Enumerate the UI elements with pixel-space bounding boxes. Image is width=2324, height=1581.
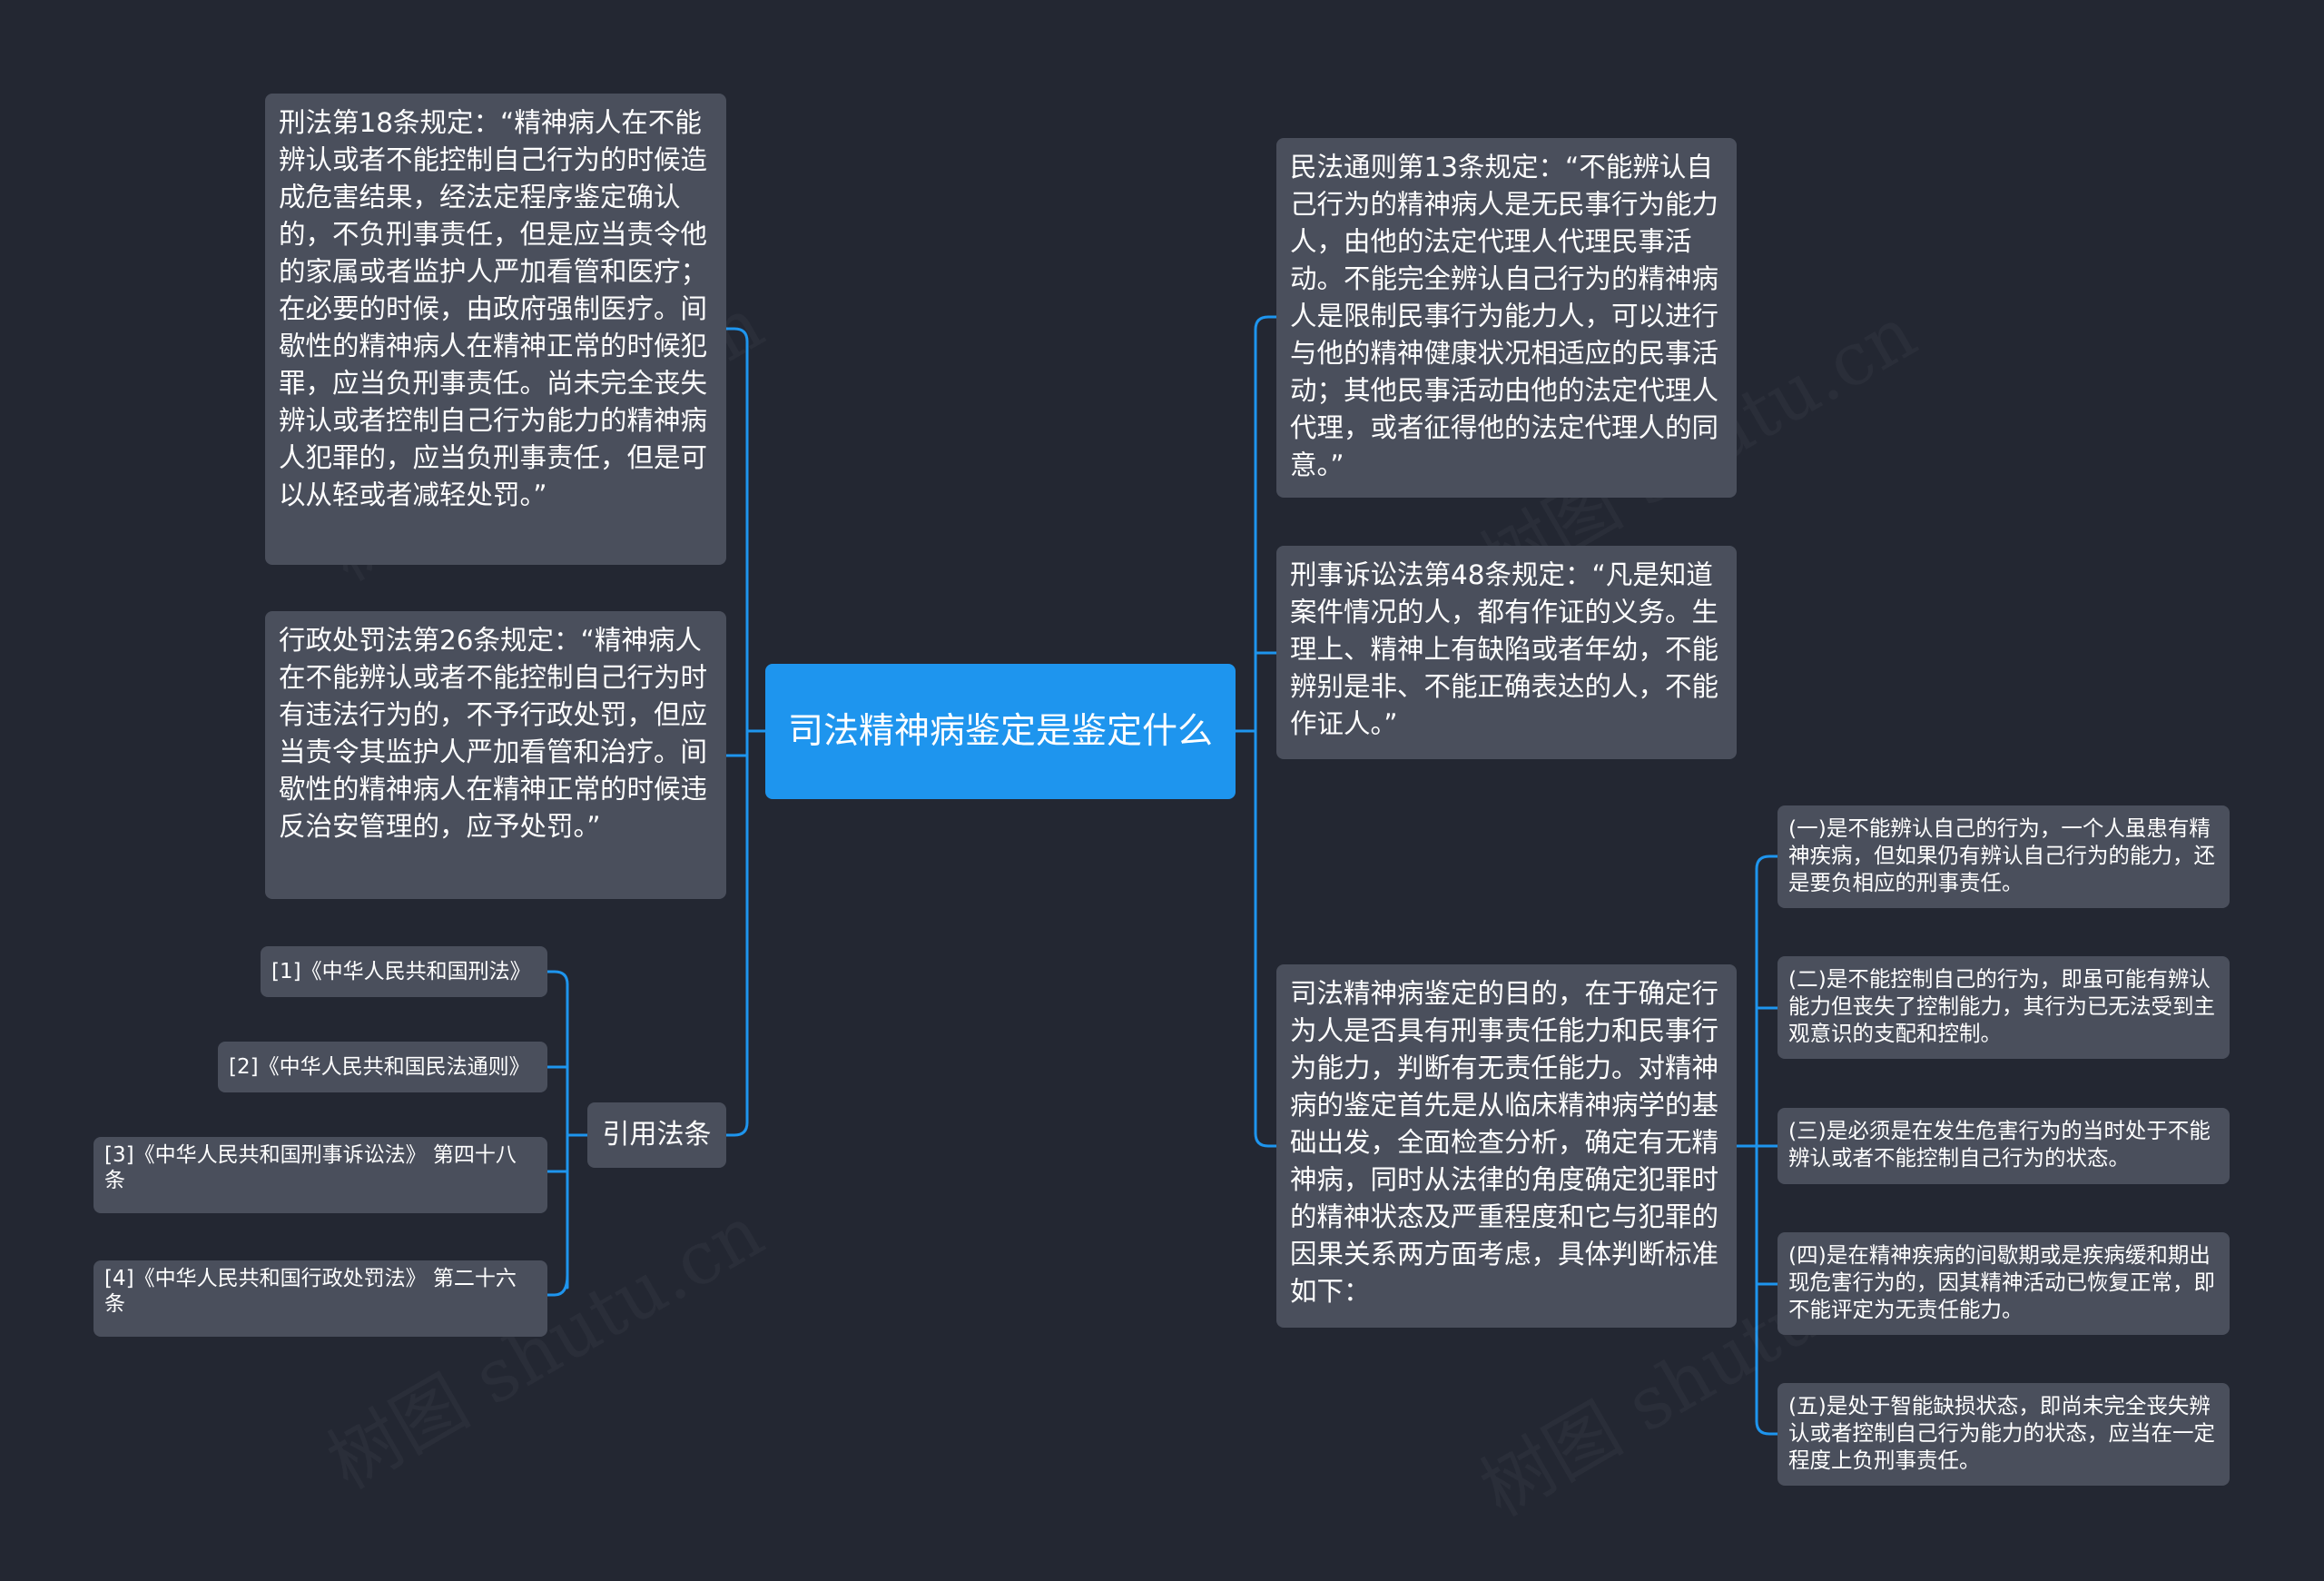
- connector-right-purpose: [1254, 1131, 1278, 1148]
- node-civil-law-art13[interactable]: 民法通则第13条规定：“不能辨认自己行为的精神病人是无民事行为能力人，由他的法定…: [1276, 138, 1737, 498]
- reference-item-text: [2]《中华人民共和国民法通则》: [229, 1055, 530, 1079]
- criteria-item[interactable]: (五)是处于智能缺损状态，即尚未完全丧失辨认或者控制自己行为能力的状态，应当在一…: [1777, 1383, 2230, 1486]
- root-topic-title: 司法精神病鉴定是鉴定什么: [787, 711, 1213, 752]
- node-criminal-procedure-art48[interactable]: 刑事诉讼法第48条规定：“凡是知道案件情况的人，都有作证的义务。生理上、精神上有…: [1276, 546, 1737, 759]
- node-criminal-law-art18[interactable]: 刑法第18条规定：“精神病人在不能辨认或者不能控制自己行为的时候造成危害结果，经…: [265, 94, 726, 565]
- node-text: 司法精神病鉴定的目的，在于确定行为人是否具有刑事责任能力和民事行为能力，判断有无…: [1290, 978, 1719, 1307]
- reference-item[interactable]: [4]《中华人民共和国行政处罚法》 第二十六条: [94, 1260, 547, 1337]
- criteria-item-text: (二)是不能控制自己的行为，即虽可能有辨认能力但丧失了控制能力，其行为已无法受到…: [1788, 966, 2215, 1046]
- reference-item[interactable]: [3]《中华人民共和国刑事诉讼法》 第四十八条: [94, 1137, 547, 1213]
- root-topic[interactable]: 司法精神病鉴定是鉴定什么: [765, 664, 1236, 799]
- connector-ref-1: [546, 970, 569, 986]
- node-references-label: 引用法条: [602, 1119, 712, 1151]
- criteria-item[interactable]: (四)是在精神疾病的间歇期或是疾病缓和期出现危害行为的，因其精神活动已恢复正常，…: [1777, 1232, 2230, 1335]
- reference-item-text: [4]《中华人民共和国行政处罚法》 第二十六条: [104, 1267, 517, 1316]
- criteria-item[interactable]: (三)是必须是在发生危害行为的当时处于不能辨认或者不能控制自己行为的状态。: [1777, 1108, 2230, 1184]
- node-identification-purpose[interactable]: 司法精神病鉴定的目的，在于确定行为人是否具有刑事责任能力和民事行为能力，判断有无…: [1276, 964, 1737, 1328]
- connector-left-criminal-law: [724, 327, 749, 343]
- node-text: 刑事诉讼法第48条规定：“凡是知道案件情况的人，都有作证的义务。生理上、精神上有…: [1290, 559, 1719, 739]
- connector-criteria-1: [1755, 855, 1779, 871]
- reference-item[interactable]: [2]《中华人民共和国民法通则》: [218, 1042, 547, 1092]
- node-text: 行政处罚法第26条规定：“精神病人在不能辨认或者不能控制自己行为时有违法行为的，…: [279, 625, 708, 842]
- criteria-item[interactable]: (一)是不能辨认自己的行为，一个人虽患有精神疾病，但如果仍有辨认自己行为的能力，…: [1777, 805, 2230, 908]
- criteria-item[interactable]: (二)是不能控制自己的行为，即虽可能有辨认能力但丧失了控制能力，其行为已无法受到…: [1777, 956, 2230, 1059]
- node-text: 刑法第18条规定：“精神病人在不能辨认或者不能控制自己行为的时候造成危害结果，经…: [279, 107, 708, 510]
- connector-criteria-5: [1755, 1419, 1779, 1436]
- connector-left-references: [724, 1121, 749, 1137]
- node-text: 民法通则第13条规定：“不能辨认自己行为的精神病人是无民事行为能力人，由他的法定…: [1290, 152, 1719, 480]
- connector-right-civil-law: [1254, 315, 1278, 331]
- criteria-item-text: (五)是处于智能缺损状态，即尚未完全丧失辨认或者控制自己行为能力的状态，应当在一…: [1788, 1393, 2215, 1473]
- reference-item-text: [1]《中华人民共和国刑法》: [271, 960, 531, 983]
- node-admin-penalty-art26[interactable]: 行政处罚法第26条规定：“精神病人在不能辨认或者不能控制自己行为时有违法行为的，…: [265, 611, 726, 899]
- reference-item-text: [3]《中华人民共和国刑事诉讼法》 第四十八条: [104, 1143, 517, 1192]
- node-references[interactable]: 引用法条: [587, 1102, 726, 1168]
- connector-ref-4: [546, 1273, 569, 1297]
- criteria-item-text: (一)是不能辨认自己的行为，一个人虽患有精神疾病，但如果仍有辨认自己行为的能力，…: [1788, 815, 2215, 895]
- reference-item[interactable]: [1]《中华人民共和国刑法》: [261, 946, 547, 997]
- criteria-item-text: (三)是必须是在发生危害行为的当时处于不能辨认或者不能控制自己行为的状态。: [1788, 1118, 2211, 1171]
- criteria-item-text: (四)是在精神疾病的间歇期或是疾病缓和期出现危害行为的，因其精神活动已恢复正常，…: [1788, 1242, 2215, 1322]
